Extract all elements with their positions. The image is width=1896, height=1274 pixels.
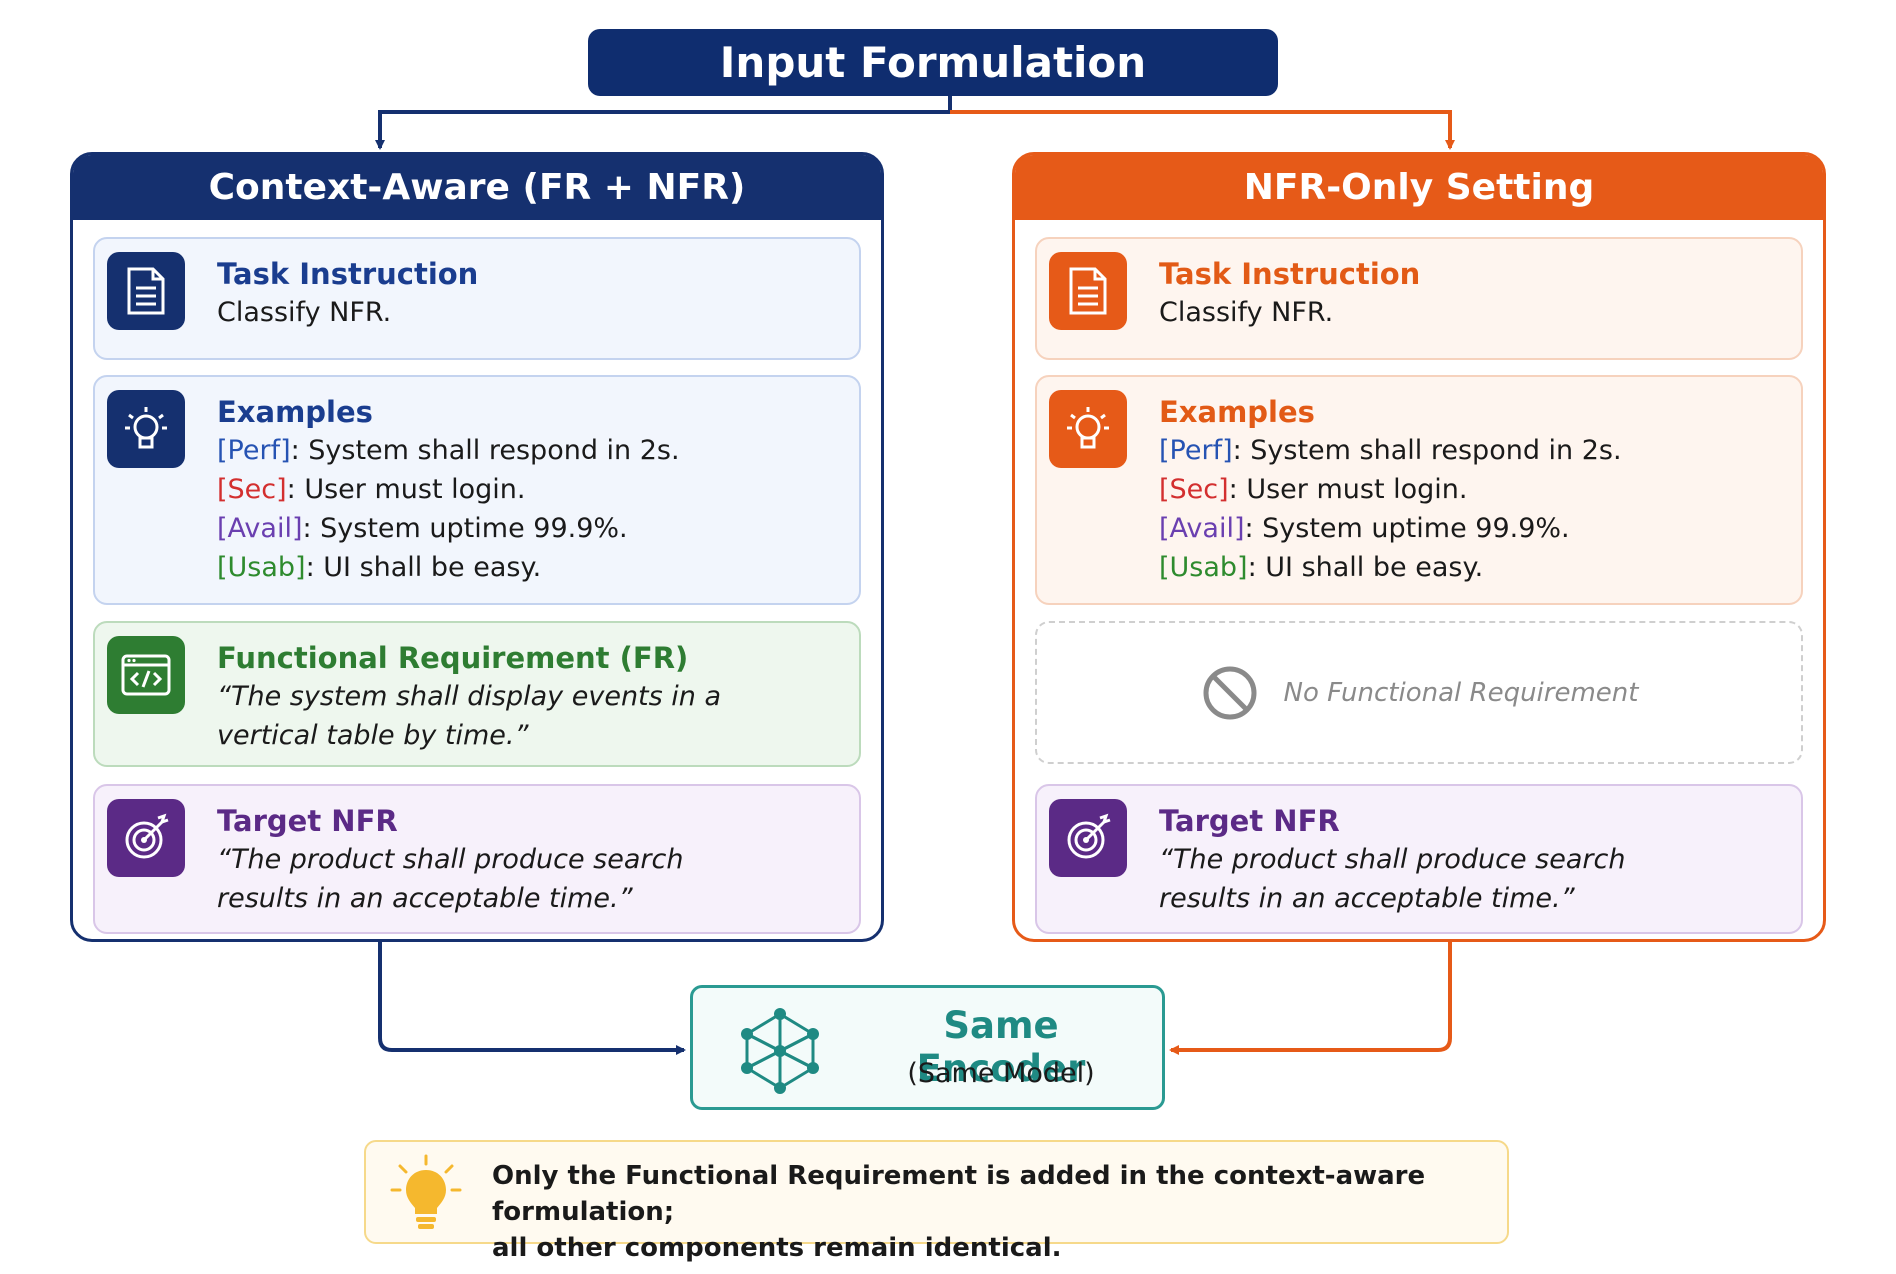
tag-sec: [Sec]: [217, 474, 287, 505]
note-line: all other components remain identical.: [492, 1233, 1062, 1263]
document-icon: [107, 252, 185, 330]
target-icon: [1049, 799, 1127, 877]
arrow-title-to-left: [375, 96, 952, 150]
code-window-icon: [107, 636, 185, 714]
examples-heading: Examples: [217, 395, 373, 429]
context-aware-panel: Context-Aware (FR + NFR) Task Instructio…: [70, 152, 884, 942]
page-title: Input Formulation: [588, 29, 1278, 96]
example-sec: [Sec]: User must login.: [217, 470, 839, 509]
example-avail: [Avail]: System uptime 99.9%.: [1159, 509, 1781, 548]
nfr-only-panel: NFR-Only Setting Task Instruction Classi…: [1012, 152, 1826, 942]
example-text: : System uptime 99.9%.: [1244, 513, 1570, 544]
no-functional-requirement-card: No Functional Requirement: [1035, 621, 1803, 764]
tag-usab: [Usab]: [217, 552, 306, 583]
same-encoder-box: Same Encoder (Same Model): [690, 985, 1165, 1110]
task-instruction-card: Task Instruction Classify NFR.: [93, 237, 861, 360]
example-usab: [Usab]: UI shall be easy.: [1159, 548, 1781, 587]
example-text: : System shall respond in 2s.: [290, 435, 680, 466]
task-body: Classify NFR.: [1159, 297, 1334, 328]
example-text: : User must login.: [1228, 474, 1468, 505]
fr-text-line: “The system shall display events in a: [217, 681, 722, 712]
task-body: Classify NFR.: [217, 297, 392, 328]
example-text: : System uptime 99.9%.: [302, 513, 628, 544]
panel-header: Context-Aware (FR + NFR): [73, 155, 881, 220]
example-perf: [Perf]: System shall respond in 2s.: [1159, 431, 1781, 470]
note-box: Only the Functional Requirement is added…: [364, 1140, 1509, 1263]
target-text-line: “The product shall produce search: [217, 844, 684, 875]
lightbulb-icon: [1049, 390, 1127, 468]
target-nfr-card: Target NFR “The product shall produce se…: [1035, 784, 1803, 934]
examples-heading: Examples: [1159, 395, 1315, 429]
examples-card: Examples [Perf]: System shall respond in…: [93, 375, 861, 605]
target-heading: Target NFR: [217, 804, 398, 838]
example-text: : User must login.: [286, 474, 526, 505]
fr-heading: Functional Requirement (FR): [217, 641, 689, 675]
task-instruction-card: Task Instruction Classify NFR.: [1035, 237, 1803, 360]
example-perf: [Perf]: System shall respond in 2s.: [217, 431, 839, 470]
target-text-line: results in an acceptable time.”: [217, 883, 633, 914]
example-sec: [Sec]: User must login.: [1159, 470, 1781, 509]
tag-avail: [Avail]: [1159, 513, 1245, 544]
lightbulb-icon: [107, 390, 185, 468]
target-text-line: “The product shall produce search: [1159, 844, 1626, 875]
tag-perf: [Perf]: [217, 435, 291, 466]
example-avail: [Avail]: System uptime 99.9%.: [217, 509, 839, 548]
prohibited-icon: [1203, 666, 1257, 719]
example-text: : System shall respond in 2s.: [1232, 435, 1622, 466]
task-heading: Task Instruction: [1159, 257, 1421, 291]
example-usab: [Usab]: UI shall be easy.: [217, 548, 839, 587]
no-fr-label: No Functional Requirement: [1283, 677, 1639, 708]
examples-card: Examples [Perf]: System shall respond in…: [1035, 375, 1803, 605]
tag-avail: [Avail]: [217, 513, 303, 544]
target-text-line: results in an acceptable time.”: [1159, 883, 1575, 914]
target-icon: [107, 799, 185, 877]
encoder-subtitle: (Same Model): [907, 1058, 1095, 1089]
document-icon: [1049, 252, 1127, 330]
lightbulb-icon: [390, 1154, 462, 1229]
encoder-title: Same Encoder: [916, 1004, 1086, 1090]
functional-requirement-card: Functional Requirement (FR) “The system …: [93, 621, 861, 767]
example-text: : UI shall be easy.: [305, 552, 542, 583]
tag-perf: [Perf]: [1159, 435, 1233, 466]
arrow-title-to-right: [950, 110, 1455, 150]
fr-text-line: vertical table by time.”: [217, 720, 529, 751]
task-heading: Task Instruction: [217, 257, 479, 291]
tag-sec: [Sec]: [1159, 474, 1229, 505]
arrow-left-to-encoder: [378, 942, 686, 1055]
example-text: : UI shall be easy.: [1247, 552, 1484, 583]
tag-usab: [Usab]: [1159, 552, 1248, 583]
target-nfr-card: Target NFR “The product shall produce se…: [93, 784, 861, 934]
panel-header: NFR-Only Setting: [1015, 155, 1823, 220]
arrow-right-to-encoder: [1169, 942, 1452, 1055]
target-heading: Target NFR: [1159, 804, 1340, 838]
note-line: Only the Functional Requirement is added…: [492, 1161, 1426, 1227]
neural-network-icon: [741, 1008, 819, 1094]
